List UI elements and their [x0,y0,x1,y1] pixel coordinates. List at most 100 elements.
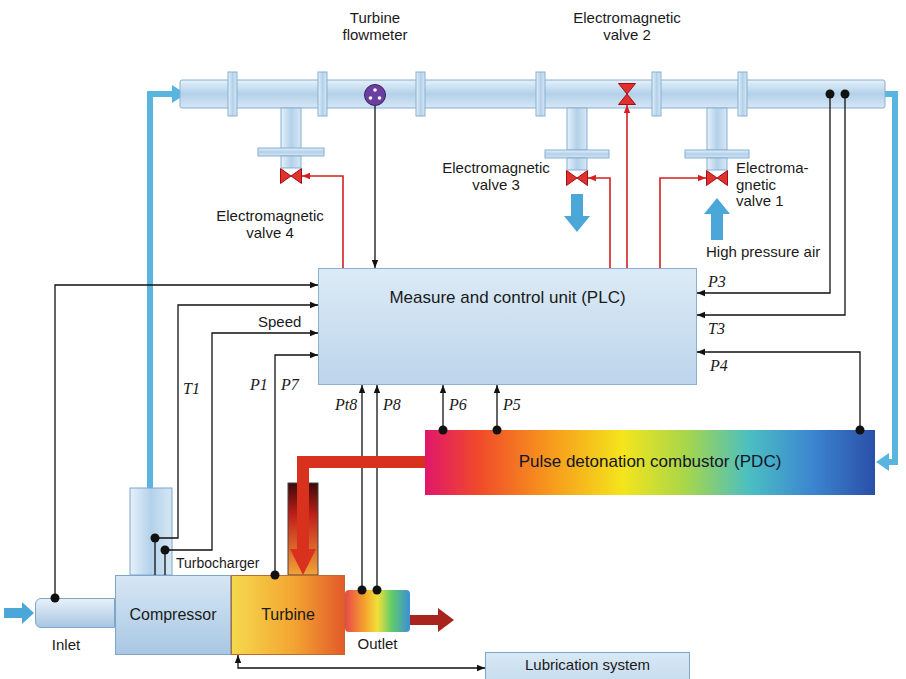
branch-pipe [707,108,727,150]
valve-symbol [706,170,728,186]
pipe-flange [318,72,327,116]
sensor-dot [856,426,865,435]
branch-pipe [707,158,727,170]
valve-body [567,171,588,186]
assembly-label: Turbocharger [176,556,260,571]
box-label: Lubrication system [525,657,650,674]
valve-symbol [280,168,302,184]
sensor-dot [439,426,448,435]
inlet-duct: Inlet [35,598,115,628]
pipe-flange [228,72,237,116]
turbine-box: Turbine [231,575,345,655]
pipe-flange [258,148,324,156]
signal-line [361,385,362,590]
air-pipe [150,94,174,488]
outlet-arrow [410,608,454,632]
signal-label: T1 [183,380,200,398]
signal-label: P6 [449,396,467,414]
box-label: Measure and control unit (PLC) [389,289,625,308]
control-line [588,178,610,268]
control-line [660,178,706,268]
part-label: Electromagnetic valve 4 [208,208,332,241]
sensor-dot [493,426,502,435]
sensor-dot [373,586,382,595]
part-label: Turbine flowmeter [333,10,417,43]
inlet-arrow [4,602,34,624]
signal-line [496,385,497,430]
combustor-box: Pulse detonation combustor (PDC) [425,430,875,495]
valve-symbol: Electromagnetic valve 3 [566,170,588,186]
signal-label: P1 [250,376,268,394]
signal-line [442,385,443,430]
branch-pipe [281,108,301,150]
part-label: Electromagnetic valve 2 [565,10,689,43]
box-label: Turbine [261,606,315,624]
flowmeter-dot [369,96,373,100]
signal-label: Speed [258,314,301,331]
signal-line [697,352,860,430]
pipe-flange [652,72,661,116]
outlet-nozzle: Outlet [345,590,410,632]
signal-label: P3 [708,273,726,291]
signal-label: P8 [383,396,401,414]
branch-pipe [567,108,587,150]
part-label: Inlet [36,637,96,654]
compressor-duct [130,488,172,575]
connector-group [55,105,860,668]
signal-line [374,106,375,268]
pipe-flange [685,150,749,158]
branch-pipe [281,156,301,168]
control-unit-box: Measure and control unit (PLC) [318,268,697,385]
pipe-flange [416,72,425,116]
branch-pipe [567,158,587,170]
flowmeter-body [365,85,386,106]
control-line [626,105,628,268]
flowmeter-symbol: Turbine flowmeter [364,84,386,106]
sensor-dot [51,594,60,603]
signal-line [376,385,377,590]
flow-arrowhead [876,453,889,471]
signal-line [697,94,845,315]
supply-arrow [704,198,730,240]
valve-body [707,171,728,186]
sensor-dot [161,546,170,555]
pipe-flange [738,72,747,116]
exhaust-arrow [564,194,590,232]
part-label: Electroma- gnetic valve 1 [736,160,810,210]
flow-label: High pressure air [706,244,820,261]
compressor-box: Compressor [115,575,231,655]
flowmeter-dot [378,96,382,100]
part-label: Outlet [345,636,410,653]
flowmeter-dot [373,88,377,92]
pipe-flange [545,150,609,158]
lubrication-box: Lubrication system [485,652,690,679]
pipe-flange [536,72,545,116]
signal-line [238,655,485,668]
signal-line [697,94,830,293]
sensor-dot [826,90,835,99]
sensor-dot [271,571,280,580]
flowmeter-symbol [364,84,386,106]
signal-label: Pt8 [335,396,357,414]
signal-label: P4 [710,357,728,375]
air-pipe [180,80,885,108]
signal-label: P5 [503,396,521,414]
valve-body [619,84,636,105]
valve-symbol: Electroma- gnetic valve 1 [706,170,728,186]
valve-symbol [566,170,588,186]
sensor-dot [841,90,850,99]
signal-line [155,305,318,575]
signal-line [165,333,318,575]
air-pipe [885,94,895,462]
valve-symbol: Electromagnetic valve 4 [280,168,302,184]
valve-symbol [618,83,636,105]
box-label: Pulse detonation combustor (PDC) [519,453,782,472]
signal-label: P7 [281,376,299,394]
sensor-dot [151,534,160,543]
signal-label: T3 [708,320,725,338]
sensor-dot [358,586,367,595]
flow-arrow [303,462,425,575]
box-label: Compressor [129,606,216,624]
part-label: Electromagnetic valve 3 [434,160,558,193]
